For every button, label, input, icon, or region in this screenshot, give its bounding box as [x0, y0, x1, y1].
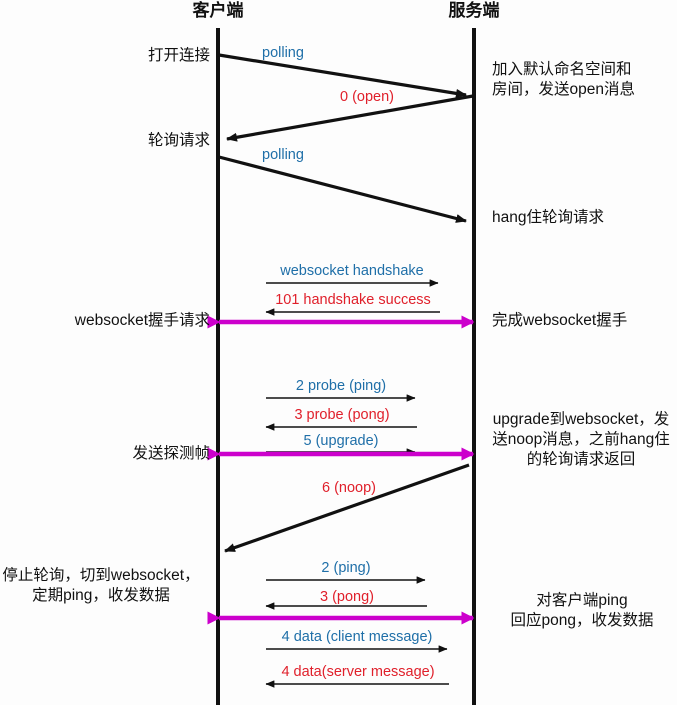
- message-label-data-server-message: 4 data(server message): [281, 664, 435, 680]
- message-label-pong-3: 3 (pong): [319, 589, 374, 605]
- arrow-noop-6: [224, 463, 470, 553]
- lifeline-header-server: 服务端: [448, 1, 500, 20]
- note-join-default-namespace: 加入默认命名空间和 房间，发送open消息: [492, 61, 635, 99]
- message-label-websocket-handshake: websocket handshake: [280, 263, 424, 279]
- note-websocket-handshake-done: 完成websocket握手: [492, 312, 628, 329]
- note-websocket-handshake-request: websocket握手请求: [74, 312, 210, 329]
- note-upgrade-to-websocket: upgrade到websocket，发 送noop消息，之前hang住 的轮询请…: [492, 411, 670, 469]
- message-label-polling-2: polling: [262, 147, 304, 163]
- note-send-probe-frame: 发送探测帧: [132, 445, 210, 462]
- message-label-probe-ping: 2 probe (ping): [295, 378, 387, 394]
- message-label-upgrade-5: 5 (upgrade): [303, 433, 379, 449]
- note-open-connection: 打开连接: [147, 47, 210, 64]
- arrow-polling-2: [218, 155, 467, 223]
- message-label-open-0: 0 (open): [340, 89, 395, 105]
- note-server-ping-pong: 对客户端ping 回应pong，收发数据: [510, 592, 654, 630]
- lifeline-header-client: 客户端: [192, 1, 244, 20]
- arrow-polling-1: [218, 53, 467, 98]
- arrow-open-0: [226, 94, 474, 142]
- message-label-ping-2: 2 (ping): [321, 560, 371, 576]
- note-poll-request: 轮询请求: [147, 132, 210, 149]
- note-hang-polling-request: hang住轮询请求: [492, 209, 604, 226]
- note-stop-polling-switch-websocket: 停止轮询，切到websocket， 定期ping，收发数据: [2, 567, 200, 605]
- message-label-polling-1: polling: [262, 45, 304, 61]
- message-label-data-client-message: 4 data (client message): [281, 629, 433, 645]
- message-label-probe-pong: 3 probe (pong): [294, 407, 390, 423]
- message-label-handshake-success: 101 handshake success: [275, 292, 431, 308]
- message-label-noop-6: 6 (noop): [322, 480, 377, 496]
